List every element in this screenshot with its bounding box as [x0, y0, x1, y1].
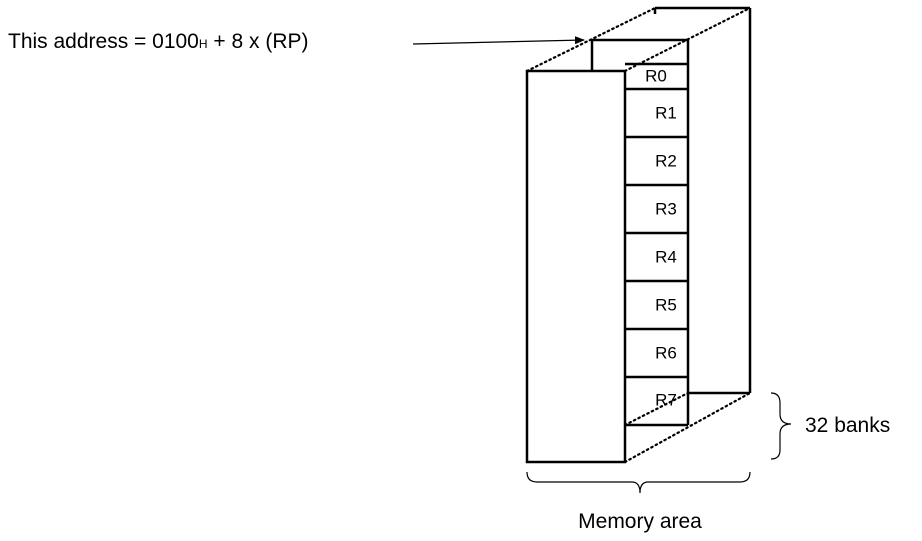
middle-bank: [590, 38, 690, 71]
address-arrow: [412, 36, 585, 45]
perspective-lines: [525, 6, 752, 464]
register-label-r3: R3: [655, 199, 677, 218]
register-label-r0: R0: [645, 66, 667, 85]
register-label-r1: R1: [655, 103, 677, 122]
register-label-r7: R7: [655, 390, 677, 409]
back-bank: [653, 6, 752, 395]
memory-area-brace: [526, 471, 751, 494]
register-label-r5: R5: [655, 295, 677, 314]
register-label-r2: R2: [655, 151, 677, 170]
register-labels: R0 R1 R2 R3 R4 R5 R6 R7: [645, 66, 677, 409]
memory-area-label: Memory area: [578, 510, 702, 533]
memory-block: [525, 69, 627, 464]
banks-brace: [770, 392, 792, 460]
banks-label: 32 banks: [805, 414, 890, 437]
register-label-r4: R4: [655, 247, 677, 266]
address-label: This address = 0100H + 8 x (RP): [8, 30, 309, 53]
front-bank: [525, 62, 690, 464]
register-label-r6: R6: [655, 343, 677, 362]
